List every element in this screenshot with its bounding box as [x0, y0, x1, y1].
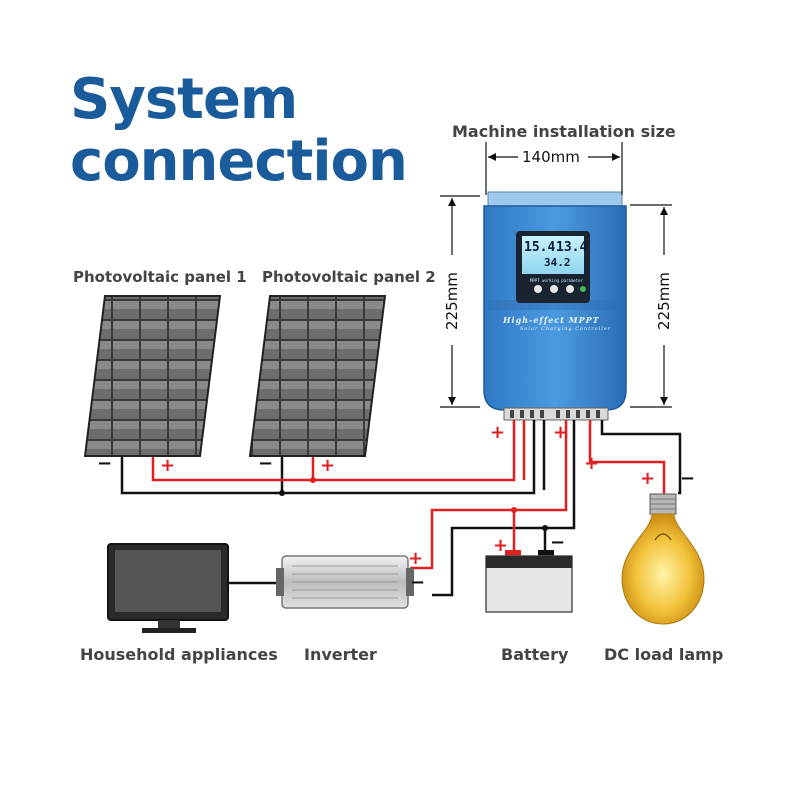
inverter-unit [276, 555, 414, 609]
inverter-label: Inverter [304, 645, 377, 664]
pv2-minus-marker: − [258, 453, 274, 474]
lamp-minus-marker: − [680, 468, 696, 489]
controller-pv-plus-marker: + [490, 422, 506, 443]
negative-wires [120, 420, 682, 597]
dc-load-lamp-label: DC load lamp [604, 645, 724, 664]
positive-wires [151, 420, 666, 570]
pv-panel-1-label: Photovoltaic panel 1 [73, 268, 247, 286]
lcd-reading-bottom: 34.2 [544, 256, 571, 269]
width-dimension: 140mm [522, 148, 580, 166]
inverter-plus-marker: + [408, 548, 424, 569]
battery-label: Battery [501, 645, 569, 664]
household-appliance-monitor [107, 543, 229, 633]
lcd-reading-top-left: 15.4 [524, 240, 556, 255]
lamp-plus-marker: + [640, 468, 656, 489]
photovoltaic-panel-1 [83, 295, 222, 457]
controller-battery-plus-marker: + [553, 422, 569, 443]
height-dimension-right: 225mm [655, 272, 673, 330]
battery-plus-marker: + [493, 535, 509, 556]
battery-unit [485, 550, 573, 613]
pv1-plus-marker: + [160, 455, 176, 476]
controller-subtitle: Solar Charging Controller [520, 326, 612, 332]
title-line-2: connection [70, 129, 408, 194]
household-appliances-label: Household appliances [80, 645, 278, 664]
inverter-minus-marker: − [410, 572, 426, 593]
photovoltaic-panel-2 [248, 295, 387, 457]
lcd-caption: MPPT working parameter [530, 278, 583, 283]
battery-minus-marker: − [550, 532, 566, 553]
controller-load-plus-marker: + [584, 453, 600, 474]
title-line-1: System [70, 67, 298, 132]
lcd-reading-top-right: 13.4 [556, 240, 588, 255]
controller-brand: High-effect MPPT [503, 315, 600, 325]
install-size-label: Machine installation size [452, 122, 676, 141]
mppt-controller [483, 205, 627, 421]
dc-load-lamp [621, 493, 705, 625]
pv-panel-2-label: Photovoltaic panel 2 [262, 268, 436, 286]
dimension-lines [440, 142, 672, 408]
lcd-screen [522, 236, 584, 274]
dimension-arrows [448, 153, 668, 405]
pv1-minus-marker: − [97, 453, 113, 474]
pv2-plus-marker: + [320, 455, 336, 476]
height-dimension-left: 225mm [443, 272, 461, 330]
